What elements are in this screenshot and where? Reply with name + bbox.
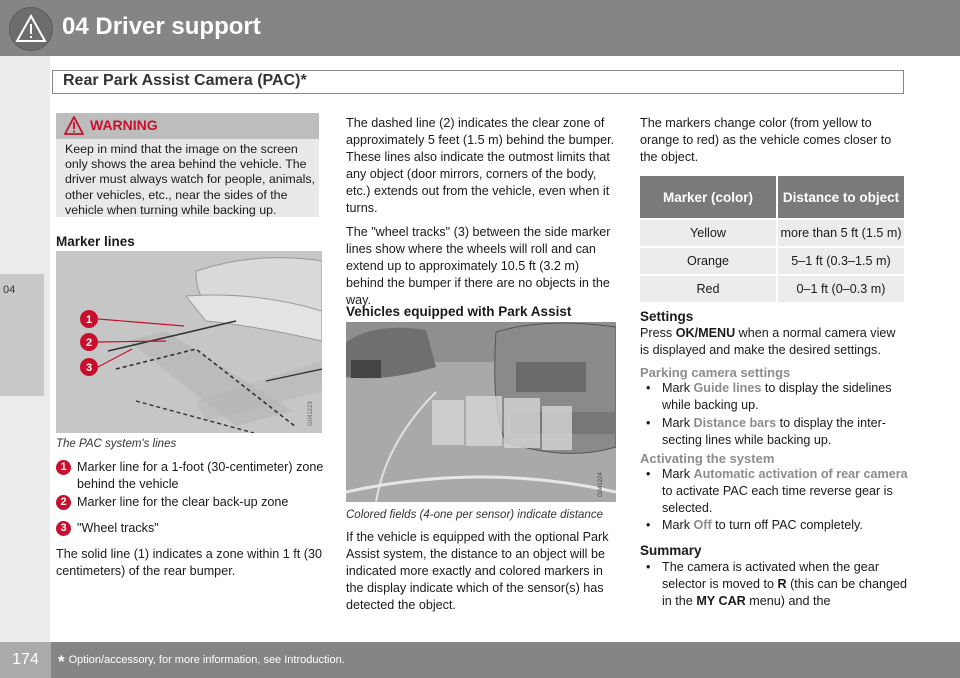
table-header-row: Marker (color) Distance to object <box>640 176 904 219</box>
list-item: 1 Marker line for a 1-foot (30-centimete… <box>56 459 326 493</box>
chapter-header: 04 Driver support <box>0 0 960 56</box>
warning-header: WARNING <box>56 113 319 139</box>
text: (this can be changed in the <box>662 577 908 608</box>
text: to activate PAC each time reverse gear i… <box>662 484 893 515</box>
footer-bar <box>0 642 960 678</box>
list-item-text: Marker line for a 1-foot (30-centimeter)… <box>77 460 324 491</box>
text: Mark <box>662 467 694 481</box>
list-item: The camera is activated when the gear se… <box>640 559 908 610</box>
paragraph: The dashed line (2) indicates the clear … <box>346 116 615 215</box>
list-number: 1 <box>56 460 71 475</box>
side-margin <box>0 56 50 642</box>
paragraph: The "wheel tracks" (3) between the side … <box>346 225 611 307</box>
figure-caption: Colored fields (4-one per sensor) indica… <box>346 509 603 521</box>
list-item: 2 Marker line for the clear back-up zone <box>56 494 326 511</box>
list-number: 3 <box>56 521 71 536</box>
summary-heading: Summary <box>640 543 702 558</box>
text: Mark <box>662 416 694 430</box>
marker-color-table: Marker (color) Distance to object Yellow… <box>640 176 904 302</box>
table-header: Marker (color) <box>640 176 777 219</box>
callout-3: 3 <box>86 362 92 374</box>
marker-lines-closing: The solid line (1) indicates a zone with… <box>56 547 323 578</box>
table-cell: 0–1 ft (0–0.3 m) <box>776 274 904 302</box>
table-row: Red 0–1 ft (0–0.3 m) <box>640 274 904 302</box>
text: Press <box>640 326 676 340</box>
key-label: OK/MENU <box>675 326 736 340</box>
text: to display the sidelines while backing u… <box>662 381 892 412</box>
figure-code: G041223 <box>308 401 314 426</box>
pac-lines-figure: 1 2 3 G041223 <box>56 251 322 433</box>
chapter-tab-label: 04 <box>3 284 16 296</box>
list-item: Mark Automatic activation of rear camera… <box>640 466 908 517</box>
pac-lines-illustration: 1 2 3 G041223 <box>56 251 322 433</box>
paragraph: If the vehicle is equipped with the opti… <box>346 530 609 612</box>
figure-code: G041224 <box>598 472 604 497</box>
footnote-text: Option/accessory, for more information, … <box>68 654 345 666</box>
key-label: R <box>777 577 787 591</box>
menu-option: Automatic activation of rear camera <box>693 467 908 481</box>
table-cell: Red <box>640 274 777 302</box>
warning-icon <box>64 116 84 135</box>
parking-camera-settings-heading: Parking camera settings <box>640 365 791 380</box>
warning-text: Keep in mind that the image on the scree… <box>65 142 315 217</box>
section-title: Rear Park Assist Camera (PAC)* <box>63 72 307 89</box>
warning-box: WARNING Keep in mind that the image on t… <box>56 113 319 217</box>
settings-paragraph: Press OK/MENU when a normal camera view … <box>640 325 908 359</box>
warning-badge <box>9 7 53 51</box>
section-title-bar: Rear Park Assist Camera (PAC)* <box>52 70 904 94</box>
text: The camera is activated when the gear se… <box>662 560 880 591</box>
callout-1: 1 <box>86 314 92 326</box>
chapter-title: 04 Driver support <box>62 13 261 40</box>
warning-title: WARNING <box>90 117 158 133</box>
list-item-text: Marker line for the clear back-up zone <box>77 495 289 509</box>
marker-lines-heading: Marker lines <box>56 234 135 249</box>
table-header: Distance to object <box>776 176 904 219</box>
key-label: MY CAR <box>696 594 746 608</box>
table-cell: 5–1 ft (0.3–1.5 m) <box>776 246 904 275</box>
menu-option: Distance bars <box>693 416 777 430</box>
page-number: 174 <box>0 642 51 678</box>
park-assist-figure: G041224 <box>346 322 616 502</box>
middle-column: The dashed line (2) indicates the clear … <box>346 115 616 316</box>
footnote-star: * <box>58 652 65 671</box>
menu-option: Guide lines <box>693 381 762 395</box>
footnote: *Option/accessory, for more information,… <box>58 652 345 672</box>
paragraph: The markers change color (from yellow to… <box>640 116 892 164</box>
figure-caption: The PAC system's lines <box>56 438 177 450</box>
table-row: Orange 5–1 ft (0.3–1.5 m) <box>640 246 904 275</box>
text: to turn off PAC completely. <box>711 518 863 532</box>
park-assist-illustration: G041224 <box>346 322 616 502</box>
table-cell: more than 5 ft (1.5 m) <box>776 218 904 247</box>
table-cell: Orange <box>640 246 777 275</box>
text: when a normal camera view is displayed a… <box>640 326 896 357</box>
list-item-text: "Wheel tracks" <box>77 521 159 535</box>
text: to display the inter-secting lines while… <box>662 416 886 447</box>
table-row: Yellow more than 5 ft (1.5 m) <box>640 218 904 247</box>
list-number: 2 <box>56 495 71 510</box>
warning-triangle-icon <box>15 13 47 42</box>
settings-heading: Settings <box>640 309 694 324</box>
park-assist-heading: Vehicles equipped with Park Assist <box>346 304 572 319</box>
table-cell: Yellow <box>640 218 777 247</box>
chapter-tab <box>0 274 44 396</box>
text: Mark <box>662 518 694 532</box>
text: Mark <box>662 381 694 395</box>
list-item: Mark Guide lines to display the sideline… <box>640 380 908 414</box>
menu-option: Off <box>693 518 712 532</box>
list-item: 3 "Wheel tracks" <box>56 520 326 537</box>
callout-2: 2 <box>86 337 92 349</box>
list-item: Mark Distance bars to display the inter-… <box>640 415 908 449</box>
list-item: Mark Off to turn off PAC completely. <box>640 517 908 534</box>
text: menu) and the <box>745 594 831 608</box>
activating-heading: Activating the system <box>640 451 775 466</box>
